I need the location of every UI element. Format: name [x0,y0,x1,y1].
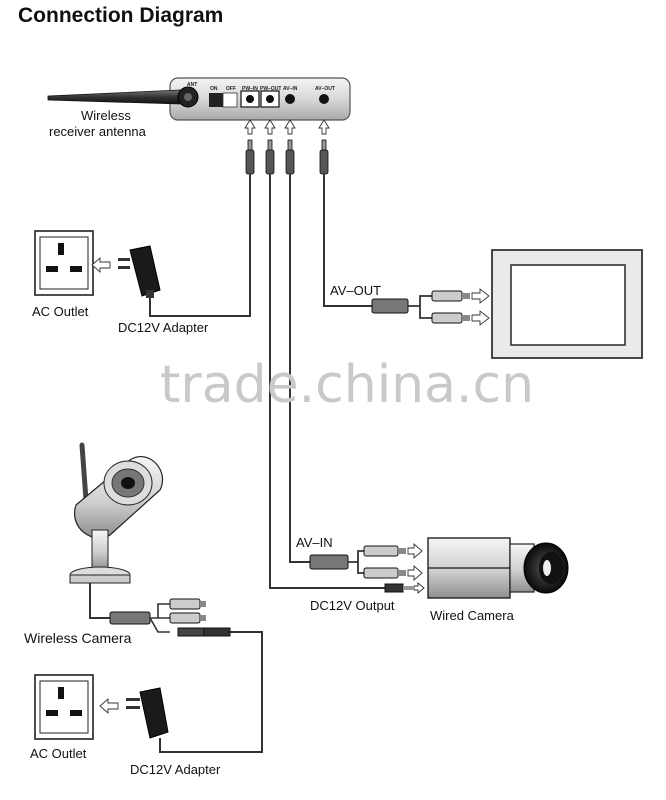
ac-outlet-top-label: AC Outlet [32,304,89,319]
port-label-av-in: AV–IN [283,86,298,92]
receiver-antenna-icon [47,86,199,108]
port-label-on: ON [210,86,218,92]
av-out-label: AV–OUT [330,283,382,298]
port-label-pw-in: PW–IN [242,86,258,92]
wireless-camera-icon [69,442,163,584]
av-in-connector [309,545,413,593]
ac-outlet-bottom-label: AC Outlet [30,746,87,761]
adapter-top-label: DC12V Adapter [118,320,209,335]
cables [89,174,385,753]
ac-outlet-bottom-icon [34,674,94,740]
port-label-av-out: AV–OUT [315,86,335,92]
receiver-plugs [245,139,329,175]
av-in-label: AV–IN [296,535,333,550]
page-title: Connection Diagram [18,4,224,27]
adapter-bottom-label: DC12V Adapter [130,762,221,777]
wireless-camera-connector [109,598,231,637]
arrow-to-outlet-bottom [99,698,119,714]
wired-camera-label: Wired Camera [430,608,514,623]
antenna-label-line1: Wireless [81,108,131,123]
antenna-label-line2: receiver antenna [49,124,146,139]
av-out-connector [371,290,470,324]
dc-output-label: DC12V Output [310,598,395,613]
adapter-top-icon [118,245,161,298]
port-label-off: OFF [226,86,236,92]
wired-camera-icon [427,537,569,599]
watermark: trade.china.cn [160,355,535,415]
adapter-bottom-icon [126,687,169,739]
wireless-camera-label: Wireless Camera [24,630,132,646]
arrow-to-outlet-top [91,257,111,273]
monitor-icon [491,249,643,359]
ac-outlet-top-icon [34,230,94,296]
port-label-ant: ANT [187,82,198,88]
port-label-pw-out: PW–OUT [260,86,282,92]
receiver-unit [47,77,351,121]
receiver-port-arrows [244,119,330,135]
